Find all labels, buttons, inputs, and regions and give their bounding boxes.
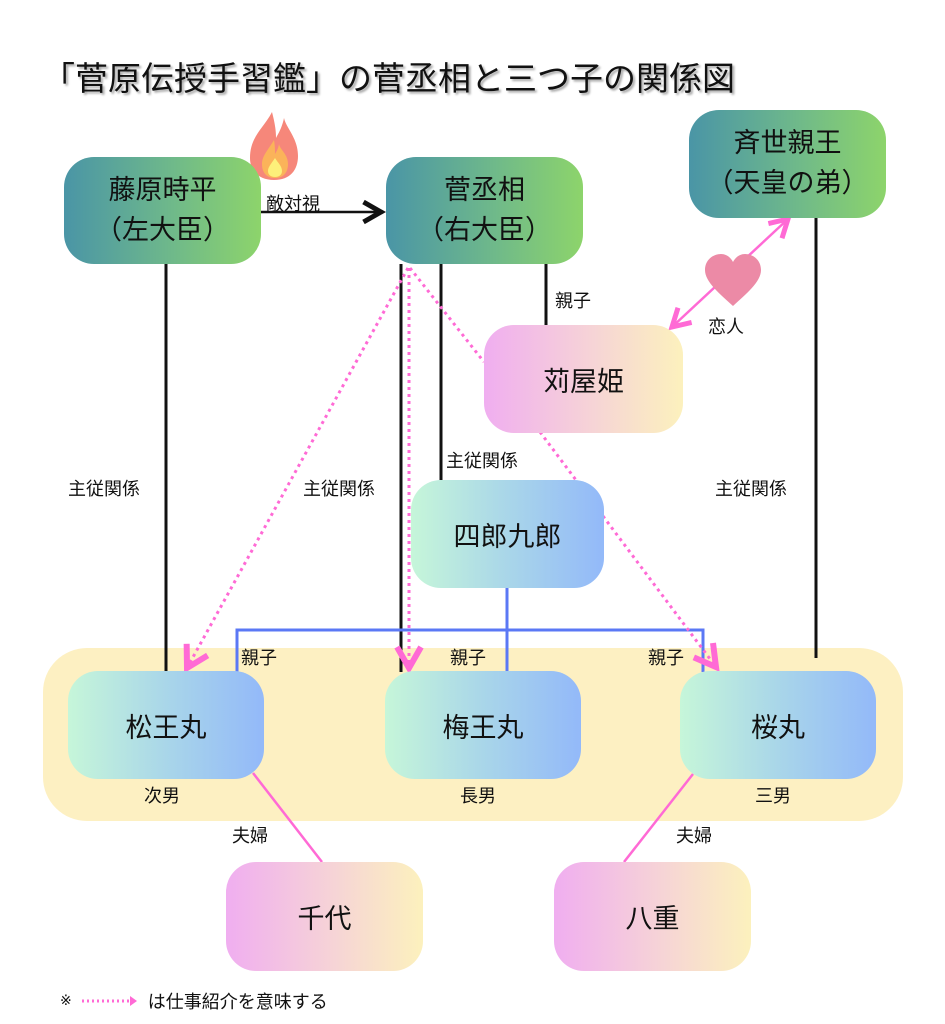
node-kanshojo-name: 菅丞相 [444,174,525,206]
node-chiyo-name: 千代 [297,904,352,935]
node-matsuo-name: 松王丸 [125,712,207,744]
node-tokiyo-name: 斉世親王 [733,128,842,159]
node-fujiwara: 藤原時平 （左大臣） [64,157,261,264]
heart-icon [705,254,761,306]
node-yae: 八重 [554,862,751,971]
node-kanshojo-role: （右大臣） [417,214,552,246]
node-fujiwara-name: 藤原時平 [108,174,217,206]
node-sakura: 桜丸 [680,671,876,779]
label-third-son: 三男 [755,786,791,807]
legend-text: は仕事紹介を意味する [147,992,328,1013]
marriage-line-sakura-yae [623,773,694,863]
node-shiro: 四郎九郎 [411,480,604,588]
fire-icon [250,112,298,180]
label-master-servant-shiro: 主従関係 [446,451,518,472]
label-parent-child-sakura: 親子 [648,648,684,669]
label-master-servant-tokiyo: 主従関係 [715,479,787,500]
node-tokiyo: 斉世親王 （天皇の弟） [689,110,886,218]
label-parent-child-matsuo: 親子 [241,648,277,669]
legend-dotted-arrow-icon [81,996,137,1006]
node-kanshojo: 菅丞相 （右大臣） [386,157,583,264]
node-yae-name: 八重 [625,904,680,935]
node-tokiyo-role: （天皇の弟） [706,168,869,199]
node-kariya: 苅屋姫 [484,325,683,433]
referral-arrow-matsuo [187,267,410,668]
diagram-title: 「菅原伝授手習鑑」の菅丞相と三つ子の関係図 [42,59,735,98]
node-fujiwara-role: （左大臣） [95,214,230,246]
label-eldest-son: 長男 [460,786,496,807]
node-sakura-name: 桜丸 [751,712,805,744]
node-kariya-name: 苅屋姫 [543,366,624,398]
label-parent-child-kariya: 親子 [555,291,591,312]
referral-arrow-kariya [408,267,486,363]
node-chiyo: 千代 [226,862,423,971]
node-shiro-name: 四郎九郎 [453,521,562,553]
label-married-yae: 夫婦 [676,826,712,847]
label-lovers: 恋人 [708,317,744,338]
marriage-line-matsuo-chiyo [252,772,323,863]
label-hostility: 敵対視 [266,194,320,215]
label-second-son: 次男 [144,786,180,807]
node-umeo-name: 梅王丸 [442,712,524,744]
label-married-chiyo: 夫婦 [232,826,268,847]
legend: ※ は仕事紹介を意味する [60,988,328,1014]
node-matsuo: 松王丸 [68,671,264,779]
label-parent-child-umeo: 親子 [450,648,486,669]
label-master-servant-kanshojo: 主従関係 [303,479,375,500]
node-umeo: 梅王丸 [385,671,581,779]
legend-note-symbol: ※ [60,993,72,1009]
label-master-servant-fujiwara: 主従関係 [68,479,140,500]
